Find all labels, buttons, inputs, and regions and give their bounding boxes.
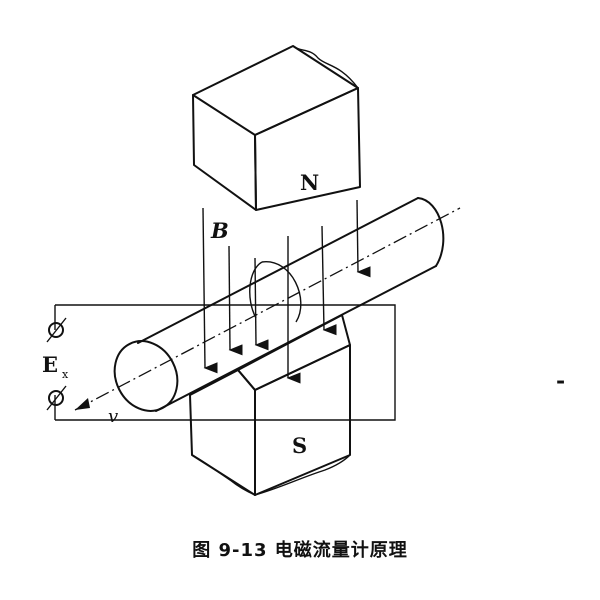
field-lines [202,199,371,384]
pipe [74,197,461,412]
terminal-top [46,317,67,343]
north-pole-label: N [300,170,319,195]
emf-label: E [42,352,58,377]
field-label: B [210,218,229,243]
south-magnet [189,314,351,496]
velocity-label: v [108,406,118,427]
emf-subscript: x [62,368,69,381]
side-mark: - [556,368,565,394]
figure-caption: 图 9-13 电磁流量计原理 [192,540,408,561]
south-pole-label: S [292,433,307,458]
north-magnet [192,45,361,211]
terminal-bottom [46,385,67,411]
